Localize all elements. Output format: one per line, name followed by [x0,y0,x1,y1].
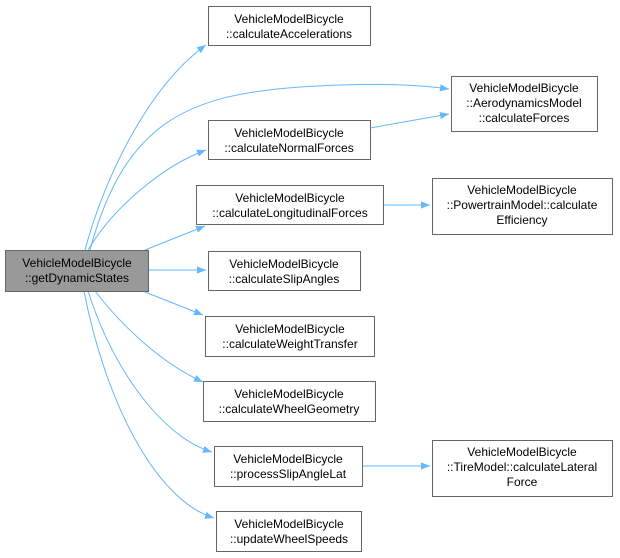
edge-root-geom [94,290,204,383]
node-label: VehicleModelBicycle [22,256,132,270]
node-calculate-wheel-geometry[interactable]: VehicleModelBicycle ::calculateWheelGeom… [203,381,376,422]
edge-root-aero [89,83,450,251]
node-tire-calculate-lateral-force[interactable]: VehicleModelBicycle ::TireModel::calcula… [432,440,613,497]
node-label: ::getDynamicStates [25,271,129,285]
node-label: ::calculateWheelGeometry [219,402,360,416]
node-label: ::calculateNormalForces [224,141,353,155]
node-label: VehicleModelBicycle [234,12,344,26]
edge-root-normal [87,149,207,251]
node-label: VehicleModelBicycle [234,517,344,531]
edge-root-process [87,290,213,453]
node-label: ::processSlipAngleLat [230,467,347,481]
node-calculate-accelerations[interactable]: VehicleModelBicycle ::calculateAccelerat… [208,6,371,46]
svg-text:::getDynamicStates: ::getDynamicStates [25,271,129,285]
node-label: Force [507,475,538,489]
node-label: VehicleModelBicycle [234,387,344,401]
edge-root-weight [144,291,204,316]
node-label: ::calculateWeightTransfer [222,337,357,351]
node-label: ::updateWheelSpeeds [230,532,348,546]
node-calculate-weight-transfer[interactable]: VehicleModelBicycle ::calculateWeightTra… [205,316,375,357]
node-label: Efficiency [496,213,547,227]
node-update-wheel-speeds[interactable]: VehicleModelBicycle ::updateWheelSpeeds [216,511,362,552]
node-powertrain-calculate-efficiency[interactable]: VehicleModelBicycle ::PowertrainModel::c… [432,178,613,235]
edge-root-wheels [83,290,215,519]
node-label: VehicleModelBicycle [235,322,345,336]
node-label: ::calculateSlipAngles [229,272,340,286]
node-get-dynamic-states[interactable]: VehicleModelBicycle ::getDynamicStates [5,250,149,292]
node-label: ::PowertrainModel::calculate [447,198,598,212]
node-calculate-slip-angles[interactable]: VehicleModelBicycle ::calculateSlipAngle… [208,251,361,291]
edge-root-longit [144,225,206,251]
node-label: VehicleModelBicycle [469,81,579,95]
node-calculate-longitudinal-forces[interactable]: VehicleModelBicycle ::calculateLongitudi… [196,185,384,225]
node-label: ::AerodynamicsModel [466,96,581,110]
node-label: VehicleModelBicycle [467,183,577,197]
node-label: ::TireModel::calculateLateral [447,460,597,474]
node-label: ::calculateAccelerations [226,27,352,41]
svg-text:VehicleModelBicycle: VehicleModelBicycle [22,256,132,270]
node-label: VehicleModelBicycle [234,126,344,140]
node-label: VehicleModelBicycle [233,452,343,466]
node-aerodynamics-calculate-forces[interactable]: VehicleModelBicycle ::AerodynamicsModel … [451,76,598,132]
node-label: ::calculateForces [479,111,570,125]
edges [83,44,450,519]
node-label: VehicleModelBicycle [229,257,339,271]
node-label: VehicleModelBicycle [467,445,577,459]
node-label: VehicleModelBicycle [235,191,345,205]
edge-root-accel [84,44,207,251]
node-process-slip-angle-lat[interactable]: VehicleModelBicycle ::processSlipAngleLa… [214,446,363,487]
edge-normal-aero [369,112,450,129]
node-label: ::calculateLongitudinalForces [212,206,367,220]
node-calculate-normal-forces[interactable]: VehicleModelBicycle ::calculateNormalFor… [208,120,371,160]
